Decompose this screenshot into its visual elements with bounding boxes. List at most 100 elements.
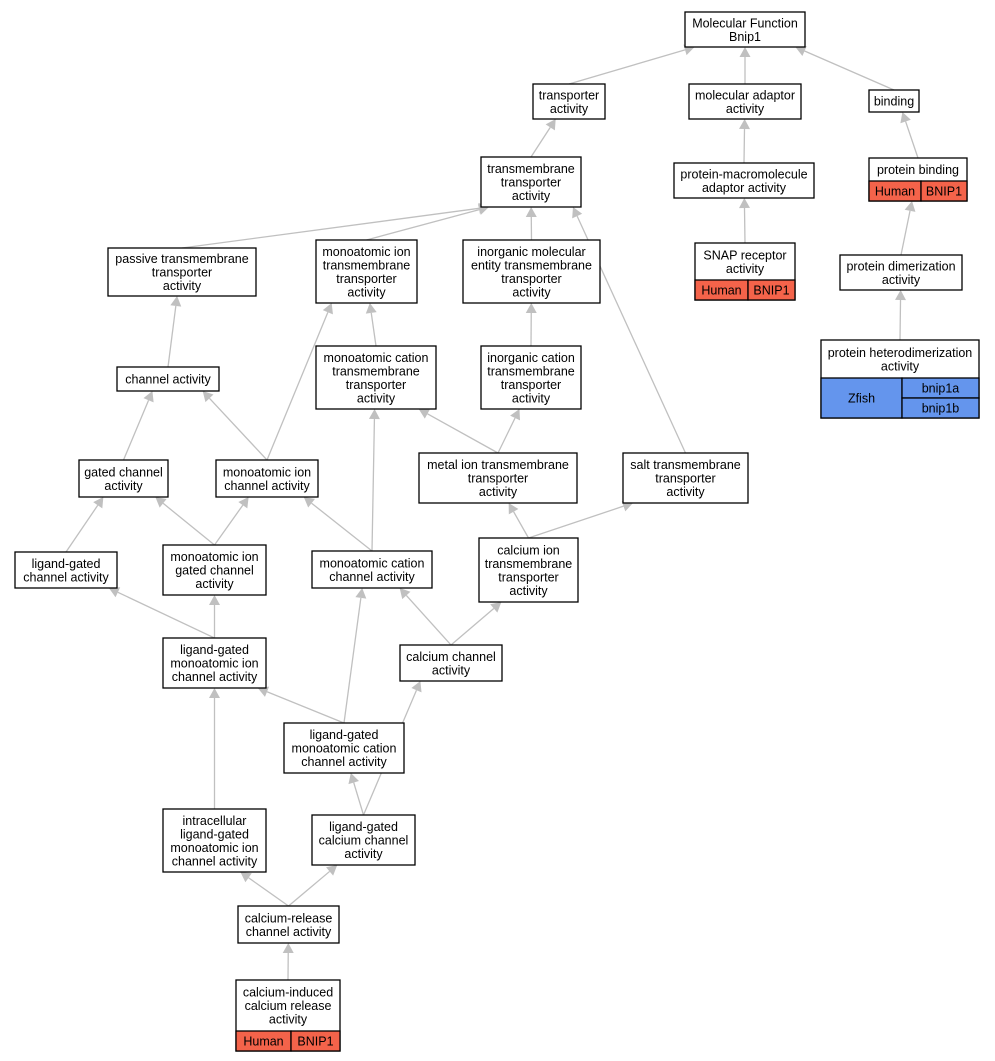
edge-tmt-to-transporter [530, 119, 556, 158]
edge-arrowhead [108, 587, 121, 598]
node-label-line: channel activity [172, 670, 258, 684]
edge-line [65, 504, 99, 553]
edge-monoionch-to-channel [202, 391, 268, 461]
node-label-line: channel activity [246, 925, 332, 939]
go-term-node-pheter[interactable]: protein heterodimerizationactivityZfishb… [820, 339, 980, 419]
go-term-node-monocat[interactable]: monoatomic cationtransmembranetransporte… [315, 345, 437, 410]
gene-cell [290, 1030, 341, 1052]
edge-cach-to-caion [450, 602, 502, 646]
node-label-line: activity [512, 391, 551, 405]
gene-cell [747, 279, 796, 301]
node-label-line: transmembrane [487, 364, 575, 378]
edge-arrowhead [525, 303, 537, 314]
node-box [478, 537, 579, 603]
node-label-line: activity [509, 584, 548, 598]
edge-arrowhead [282, 943, 294, 954]
edge-arrowhead [170, 296, 182, 307]
go-term-node-monoion[interactable]: monoatomic iontransmembranetransporterac… [315, 239, 418, 304]
edge-arrowhead [322, 303, 333, 315]
node-label-line: transporter [539, 88, 599, 102]
node-label-line: transmembrane [485, 557, 573, 571]
edge-caion-to-metal [508, 503, 530, 539]
node-label-line: calcium channel [319, 834, 409, 848]
edge-lgcach-to-lgmoc [348, 773, 365, 816]
go-term-node-channel[interactable]: channel activity [116, 366, 220, 392]
node-label-line: salt transmembrane [630, 458, 741, 472]
edge-monogated-to-monoionch [213, 497, 249, 546]
edge-arrowhead [209, 595, 220, 605]
gene-label: bnip1b [922, 402, 960, 416]
edge-line [366, 208, 480, 241]
node-label-line: channel activity [125, 373, 211, 387]
node-label-line: activity [881, 359, 920, 373]
node-label-line: transporter [501, 378, 561, 392]
edge-pma-to-adaptor [739, 119, 751, 164]
edge-line [497, 417, 516, 454]
edge-line [248, 877, 289, 907]
edge-arrowhead [545, 119, 556, 131]
node-label-line: ligand-gated [310, 728, 379, 742]
node-label-line: activity [550, 102, 589, 116]
node-box [532, 83, 606, 120]
edge-metal-to-inorgcat [497, 409, 521, 454]
node-label-line: molecular adaptor [695, 88, 795, 102]
node-label-line: activity [512, 285, 551, 299]
node-box [462, 239, 601, 304]
node-label-line: calcium release [245, 999, 332, 1013]
node-label-line: protein binding [877, 163, 959, 177]
node-label-line: channel activity [23, 570, 109, 584]
node-label-line: metal ion transmembrane [427, 458, 569, 472]
node-label-line: transporter [655, 472, 715, 486]
go-term-node-metal[interactable]: metal ion transmembranetransporteractivi… [418, 452, 578, 504]
edge-line [513, 511, 530, 539]
node-box [78, 459, 169, 498]
edge-line [804, 50, 895, 91]
node-label-line: protein-macromolecule [680, 167, 807, 181]
edge-line [343, 597, 362, 724]
edge-line [450, 607, 495, 646]
edge-cach-to-monocatch [399, 588, 452, 646]
node-label-line: Bnip1 [729, 30, 761, 44]
node-label-line: activity [726, 102, 765, 116]
go-term-node-caion[interactable]: calcium iontransmembranetransporteractiv… [478, 537, 579, 603]
node-box [315, 345, 437, 410]
edge-pdimer-to-pbind [900, 201, 916, 256]
node-label-line: monoatomic cation [324, 351, 429, 365]
edge-arrowhead [895, 290, 907, 301]
node-box [673, 162, 815, 199]
edge-line [208, 397, 268, 461]
go-term-node-binding[interactable]: binding [868, 89, 920, 113]
go-term-node-inorgcat[interactable]: inorganic cationtransmembranetransporter… [480, 345, 582, 410]
edge-gated-to-channel [122, 391, 154, 461]
edge-channel-to-passive [167, 296, 182, 368]
node-label-line: activity [357, 391, 396, 405]
node-label-line: monoatomic cation [292, 742, 397, 756]
edge-line [117, 591, 215, 639]
